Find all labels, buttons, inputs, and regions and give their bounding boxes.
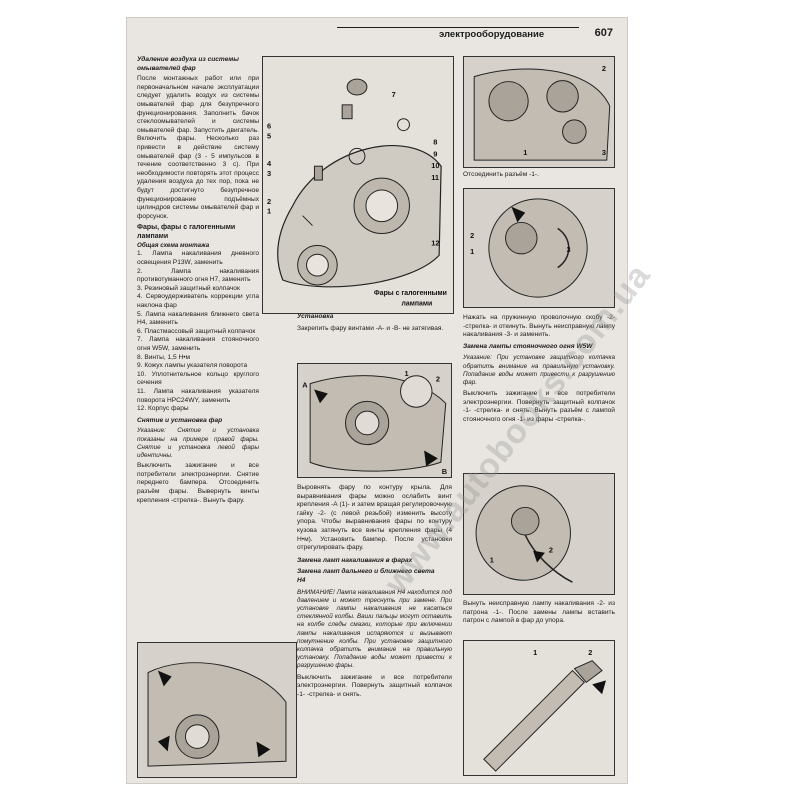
header-rule — [337, 27, 579, 28]
callout-label: 7 — [392, 90, 396, 99]
callout-label: 3 — [567, 245, 571, 254]
column-middle: Установка Закрепить фару винтами -А- и -… — [297, 313, 452, 333]
spring-clip-drawing: 1 2 3 — [470, 198, 588, 298]
figure-headlight-removal — [137, 642, 297, 778]
headlight-removal-drawing — [147, 662, 287, 767]
paragraph-installation: Закрепить фару винтами -А- и -В- не затя… — [297, 324, 444, 332]
callout-label: 1 — [533, 648, 537, 657]
page-number: 607 — [594, 27, 613, 39]
callout-label: 9 — [433, 149, 437, 158]
column-right-2: Нажать на пружинную проволочную скобу -2… — [463, 314, 615, 425]
callout-label: 10 — [431, 161, 439, 170]
callout-label: 1 — [523, 148, 527, 157]
list-item: 8. Винты, 1,5 Н•м — [137, 353, 191, 361]
heading-air-bleed: Удаление воздуха из системы — [137, 56, 239, 63]
callout-label: 2 — [470, 231, 474, 240]
list-item: 9. Кожух лампы указателя поворота — [137, 362, 248, 370]
heading-bulb-replacement: Замена ламп накаливания в фарах — [297, 556, 413, 564]
heading-headlights-2: лампами — [137, 233, 169, 241]
list-item: 4. Сервоудерживатель коррекции угла накл… — [137, 293, 259, 310]
callout-label: 2 — [602, 64, 606, 73]
paragraph-bulb-insert: Вынуть неисправную лампу накаливания -2-… — [463, 600, 615, 625]
paragraph-air-bleed: После монтажных работ или при первоначал… — [137, 75, 259, 220]
heading-air-bleed-2: омывателей фар — [137, 64, 196, 72]
figure-connector: 1 2 3 — [463, 56, 615, 168]
section-title: электрооборудование — [439, 29, 545, 40]
figure-spring-clip: 1 2 3 — [463, 188, 615, 308]
callout-label: 8 — [433, 137, 437, 146]
callout-label: 6 — [267, 122, 271, 131]
figure-parking-bulb: 1 2 — [463, 473, 615, 595]
note-w5w: Указание: При установке защитного колпач… — [463, 354, 615, 386]
list-item: 12. Корпус фары — [137, 405, 189, 413]
column-middle-2: Выровнять фару по контуру крыла. Для выр… — [297, 484, 452, 699]
callout-label: 4 — [267, 159, 272, 168]
callout-label: 1 — [404, 369, 408, 378]
bulb-holder-drawing: 1 2 — [483, 648, 606, 772]
heading-headlights: Фары, фары с галогенными — [137, 224, 236, 232]
callout-label: 5 — [267, 131, 271, 140]
column-right-3: Вынуть неисправную лампу накаливания -2-… — [463, 600, 615, 626]
figure-adjust-screws: A B 1 2 — [297, 363, 452, 478]
heading-h4-2: H4 — [297, 576, 306, 584]
paragraph-disconnect: Отсоединить разъём -1-. — [463, 171, 539, 178]
parking-bulb-drawing: 1 2 — [475, 485, 573, 583]
list-item: 3. Резиновый защитный колпачок — [137, 284, 240, 292]
list-item: 5. Лампа накаливания ближнего света H4, … — [137, 310, 259, 327]
paragraph-h4: Выключить зажигание и все потребители эл… — [297, 673, 452, 698]
heading-h4: Замена ламп дальнего и ближнего света — [297, 568, 435, 576]
figure-bulb-holder: 1 2 — [463, 640, 615, 776]
list-item: 2. Лампа накаливания противотуманного ог… — [137, 267, 259, 284]
paragraph-alignment: Выровнять фару по контуру крыла. Для выр… — [297, 484, 452, 552]
heading-installation: Установка — [297, 313, 334, 320]
column-left: Удаление воздуха из системы омывателей ф… — [137, 56, 259, 505]
adjust-screws-drawing: A B 1 2 — [302, 369, 447, 476]
paragraph-w5w: Выключить зажигание и все потребители эл… — [463, 390, 615, 423]
headlight-exploded-drawing: 6 5 4 3 2 1 7 8 9 10 11 12 Фары с галоге… — [267, 78, 447, 308]
heading-w5w: Замена лампы стояночного огня W5W — [463, 342, 593, 350]
parts-list: 1. Лампа накаливания дневного освещения … — [137, 250, 259, 413]
callout-label: 1 — [267, 207, 271, 216]
callout-label: A — [302, 381, 308, 390]
list-item: 11. Лампа накаливания указателя поворота… — [137, 387, 259, 404]
list-item: 6. Пластмассовый защитный колпачок — [137, 327, 256, 335]
figure-caption: лампами — [402, 301, 433, 308]
callout-label: 2 — [436, 375, 440, 384]
figure-caption: Фары с галогенными — [374, 290, 447, 297]
list-item: 1. Лампа накаливания дневного освещения … — [137, 250, 259, 267]
callout-label: 2 — [267, 197, 271, 206]
subheading-scheme: Общая схема монтажа — [137, 241, 210, 249]
paragraph-spring-clip: Нажать на пружинную проволочную скобу -2… — [463, 314, 615, 339]
column-right-1: Отсоединить разъём -1-. — [463, 171, 615, 180]
list-item: 7. Лампа накаливания стояночного огня W5… — [137, 336, 259, 352]
callout-label: 1 — [490, 556, 494, 565]
connector-drawing: 1 2 3 — [473, 64, 611, 161]
callout-label: 2 — [588, 648, 592, 657]
callout-label: 3 — [602, 148, 606, 157]
page-header: электрооборудование 607 — [127, 18, 627, 40]
figure-headlight-exploded: 6 5 4 3 2 1 7 8 9 10 11 12 Фары с галоге… — [262, 56, 454, 314]
callout-label: 1 — [470, 247, 474, 256]
warning-h4: ВНИМАНИЕ! Лампа накаливания H4 находится… — [297, 588, 452, 670]
callout-label: 3 — [267, 169, 271, 178]
note-removal: Указание: Снятие и установка показаны на… — [137, 427, 259, 459]
list-item: 10. Уплотнительное кольцо круглого сечен… — [137, 370, 259, 387]
paragraph-removal: Выключить зажигание и все потребители эл… — [137, 462, 259, 504]
book-page: электрооборудование 607 Удаление воздуха… — [127, 18, 658, 783]
callout-label: 11 — [431, 173, 439, 182]
callout-label: 2 — [549, 546, 553, 555]
callout-label: B — [442, 467, 447, 476]
callout-label: 12 — [431, 238, 439, 247]
heading-removal: Снятие и установка фар — [137, 416, 223, 424]
